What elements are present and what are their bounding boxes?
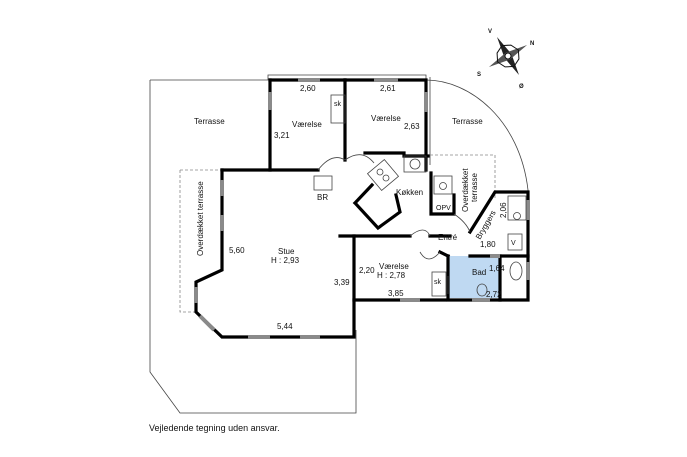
- utility-v-label: V: [511, 240, 516, 247]
- compass-s: S: [477, 72, 481, 78]
- dim-3-39: 3,39: [334, 278, 350, 287]
- dim-2-06: 2,06: [499, 202, 508, 218]
- bath-label: Bad: [472, 268, 486, 277]
- compass-v: V: [488, 29, 492, 35]
- dim-2-20: 2,20: [359, 266, 375, 275]
- closet-2-label: sk: [434, 279, 442, 286]
- compass-o: Ø: [519, 84, 524, 90]
- bedroom-2-label: Værelse: [371, 114, 401, 123]
- covered-terrace-right-label-1: Overdækket: [461, 168, 470, 212]
- dim-2-60: 2,60: [300, 84, 316, 93]
- dim-2-61: 2,61: [380, 84, 396, 93]
- storage-label: OPV: [436, 205, 451, 212]
- fireplace-label: BR: [317, 193, 328, 202]
- compass-rose-icon: [488, 36, 528, 76]
- disclaimer-text: Vejledende tegning uden ansvar.: [149, 423, 280, 433]
- utility-room-label: Bryggers: [474, 209, 498, 241]
- living-room-height: H : 2,93: [271, 256, 300, 265]
- covered-terrace-left-label: Overdækket terrasse: [196, 181, 205, 256]
- bedroom-3-height: H : 2,78: [377, 271, 406, 280]
- dim-3-21: 3,21: [274, 131, 290, 140]
- bedroom-1-label: Værelse: [292, 120, 322, 129]
- bath-fill: [448, 256, 500, 298]
- dim-2-72: 2,72: [486, 290, 502, 299]
- terrace-left-label: Terrasse: [194, 117, 225, 126]
- dim-2-63: 2,63: [404, 122, 420, 131]
- dim-3-85: 3,85: [388, 289, 404, 298]
- dimension-labels: 2,60 3,21 2,61 2,63 5,60 3,39 5,44 2,20 …: [229, 84, 508, 331]
- terrace-outline: [149, 74, 529, 414]
- dim-1-80: 1,80: [480, 240, 496, 249]
- dim-5-60: 5,60: [229, 246, 245, 255]
- closet-1-label: sk: [334, 101, 342, 108]
- windows: [194, 78, 530, 339]
- terrace-right-label: Terrasse: [452, 117, 483, 126]
- walls: [194, 78, 530, 339]
- bedroom-3-label: Værelse: [379, 262, 409, 271]
- fixtures: [313, 94, 527, 297]
- compass-n: N: [530, 41, 534, 47]
- dim-1-64: 1,64: [489, 264, 505, 273]
- kitchen-label: Køkken: [396, 188, 423, 197]
- living-room-label: Stue: [278, 247, 295, 256]
- covered-terrace-right-label-2: terrasse: [470, 173, 479, 202]
- dim-5-44: 5,44: [277, 322, 293, 331]
- entrance-label: Entré: [438, 233, 458, 242]
- covered-terrace-lines: [179, 154, 496, 313]
